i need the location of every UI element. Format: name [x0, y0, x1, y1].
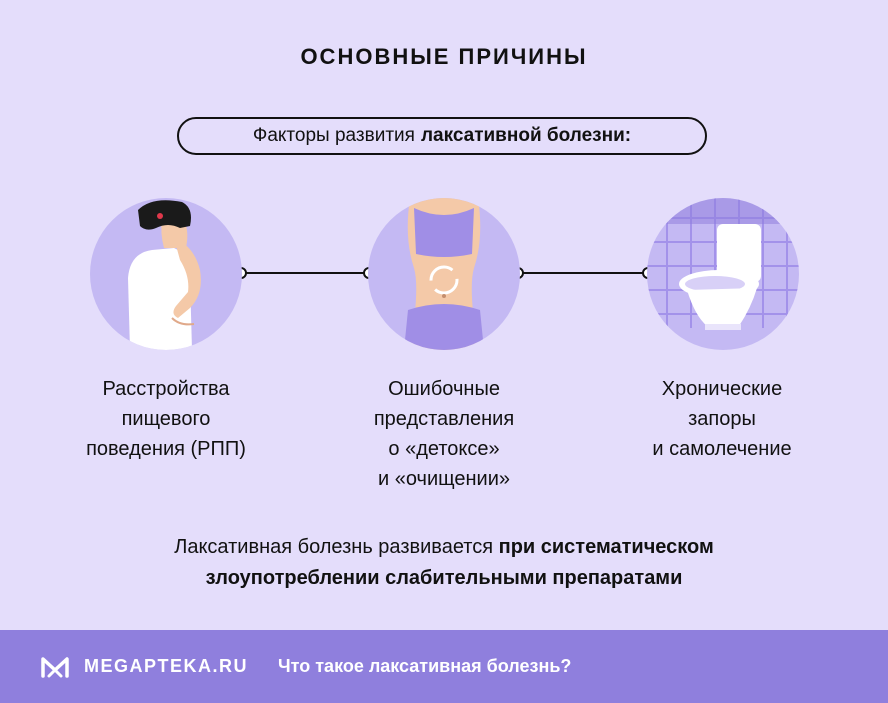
- megapteka-logo-icon[interactable]: [40, 655, 70, 679]
- summary-bold-line2: злоупотреблении слабительными препаратам…: [205, 567, 683, 589]
- brand-name[interactable]: MEGAPTEKA.RU: [84, 656, 249, 676]
- cause-label-detox-misconceptions: Ошибочные представления о «детоксе» и «о…: [373, 378, 515, 490]
- subtitle-bold: лаксативной болезни:: [420, 125, 632, 146]
- footer-caption: Что такое лаксативная болезнь?: [278, 656, 572, 676]
- summary-regular: Лаксативная болезнь развивается: [174, 536, 494, 558]
- subtitle-pill: Факторы развития лаксативной болезни:: [177, 117, 707, 155]
- footer-bar: MEGAPTEKA.RU Что такое лаксативная болез…: [0, 630, 888, 703]
- abdomen-illustration: [368, 198, 520, 350]
- toilet-illustration: [647, 198, 799, 350]
- summary-bold-line1: при систематическом: [498, 536, 714, 558]
- woman-illustration: [90, 198, 242, 350]
- page-title: ОСНОВНЫЕ ПРИЧИНЫ: [300, 44, 588, 69]
- cause-label-eating-disorders: Расстройства пищевого поведения (РПП): [86, 378, 246, 460]
- subtitle-regular: Факторы развития: [252, 125, 415, 146]
- summary-text: Лаксативная болезнь развивается при сист…: [0, 532, 888, 594]
- cause-label-chronic-constipation: Хронические запоры и самолечение: [652, 378, 792, 460]
